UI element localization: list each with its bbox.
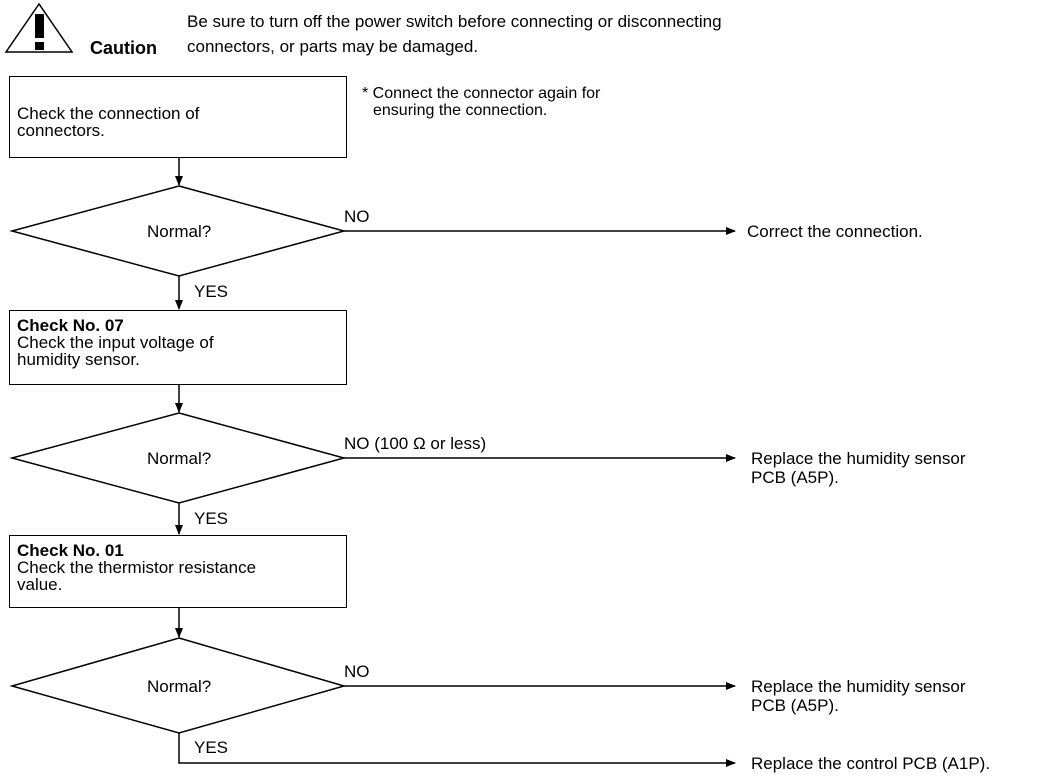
step-3-line2: value.	[17, 575, 63, 594]
caution-message-line2: connectors, or parts may be damaged.	[187, 37, 479, 56]
caution-message-line1: Be sure to turn off the power switch bef…	[187, 12, 722, 31]
step-3-title: Check No. 01	[17, 541, 124, 560]
decision-1-no-label: NO	[344, 207, 370, 226]
caution-icon	[4, 2, 74, 53]
step-2-line1: Check the input voltage of	[17, 333, 214, 352]
step-2-title: Check No. 07	[17, 316, 124, 335]
step-box-3: Check No. 01 Check the thermistor resist…	[9, 535, 347, 608]
step-box-1: Check the connection of connectors.	[9, 76, 347, 158]
decision-2-yes-label: YES	[194, 509, 229, 528]
note-line2: ensuring the connection.	[373, 102, 548, 119]
decision-2-no-label: NO (100 Ω or less)	[344, 434, 487, 453]
step-3-line1: Check the thermistor resistance	[17, 558, 257, 577]
step-2-line2: humidity sensor.	[17, 350, 140, 369]
decision-3-yes-label: YES	[194, 738, 229, 757]
decision-1-yes-label: YES	[194, 282, 229, 301]
result-3-line1: Replace the humidity sensor	[751, 677, 966, 696]
result-3-line2: PCB (A5P).	[751, 696, 839, 715]
caution-label: Caution	[90, 38, 157, 58]
final-result: Replace the control PCB (A1P).	[751, 754, 991, 773]
note-line1: * Connect the connector again for	[362, 85, 601, 102]
result-2-line2: PCB (A5P).	[751, 468, 839, 487]
result-1-line1: Correct the connection.	[747, 222, 923, 241]
decision-3-no-label: NO	[344, 662, 370, 681]
step-1-line1: Check the connection of	[17, 104, 200, 123]
yes-arrow-3	[178, 733, 736, 767]
step-box-2: Check No. 07 Check the input voltage of …	[9, 310, 347, 385]
result-2-line1: Replace the humidity sensor	[751, 449, 966, 468]
decision-3-label: Normal?	[147, 677, 212, 696]
step-1-line2: connectors.	[17, 121, 105, 140]
decision-1-label: Normal?	[147, 222, 212, 241]
decision-2-label: Normal?	[147, 449, 212, 468]
